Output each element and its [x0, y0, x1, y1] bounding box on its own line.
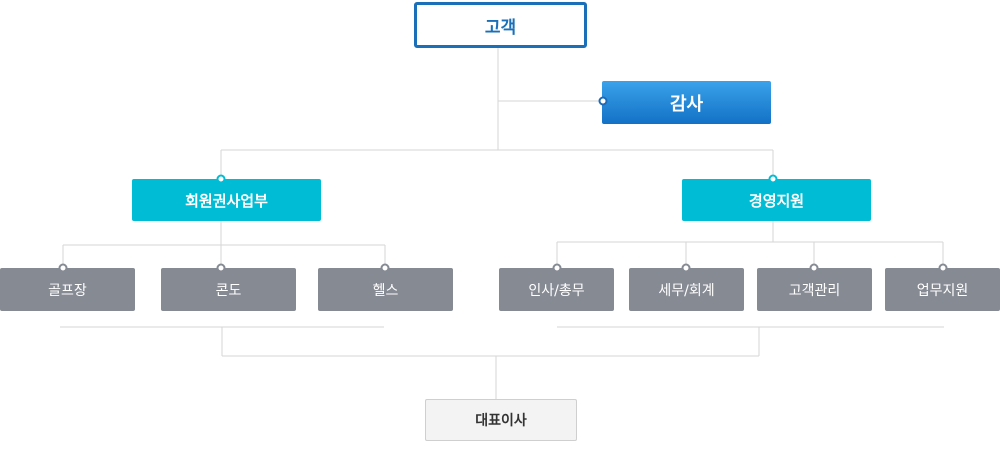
- team-fitness: 헬스: [318, 268, 453, 311]
- team-golf: 골프장: [0, 268, 135, 311]
- ceo-label: 대표이사: [475, 413, 527, 429]
- team-label: 고객관리: [788, 282, 841, 299]
- division-membership: 회원권사업부: [132, 179, 321, 221]
- connector-dot: [380, 263, 390, 273]
- connector-dot: [552, 263, 562, 273]
- team-business-support: 업무지원: [885, 268, 1000, 311]
- team-customer-care: 고객관리: [757, 268, 872, 311]
- division-label: 회원권사업부: [185, 191, 268, 210]
- connector-dot: [809, 263, 819, 273]
- connector-dot: [58, 263, 68, 273]
- team-label: 업무지원: [916, 282, 969, 299]
- team-condo: 콘도: [161, 268, 296, 311]
- division-label: 경영지원: [748, 191, 805, 210]
- connector-dot: [681, 263, 691, 273]
- team-label: 콘도: [215, 282, 242, 299]
- team-label: 헬스: [372, 282, 399, 299]
- team-hr: 인사/총무: [499, 268, 614, 311]
- team-tax: 세무/회계: [629, 268, 744, 311]
- customer-label: 고객: [484, 17, 517, 38]
- division-management: 경영지원: [682, 179, 871, 221]
- connector-dot: [216, 263, 226, 273]
- team-label: 골프장: [48, 282, 87, 299]
- connector-dot: [598, 96, 608, 106]
- team-label: 인사/총무: [528, 282, 585, 299]
- customer-box: 고객: [414, 2, 587, 48]
- audit-box: 감사: [602, 81, 771, 124]
- ceo-box: 대표이사: [425, 399, 577, 441]
- connector-dot: [938, 263, 948, 273]
- connector-dot: [768, 174, 778, 184]
- audit-label: 감사: [669, 93, 704, 115]
- connector-dot: [216, 174, 226, 184]
- team-label: 세무/회계: [658, 282, 715, 299]
